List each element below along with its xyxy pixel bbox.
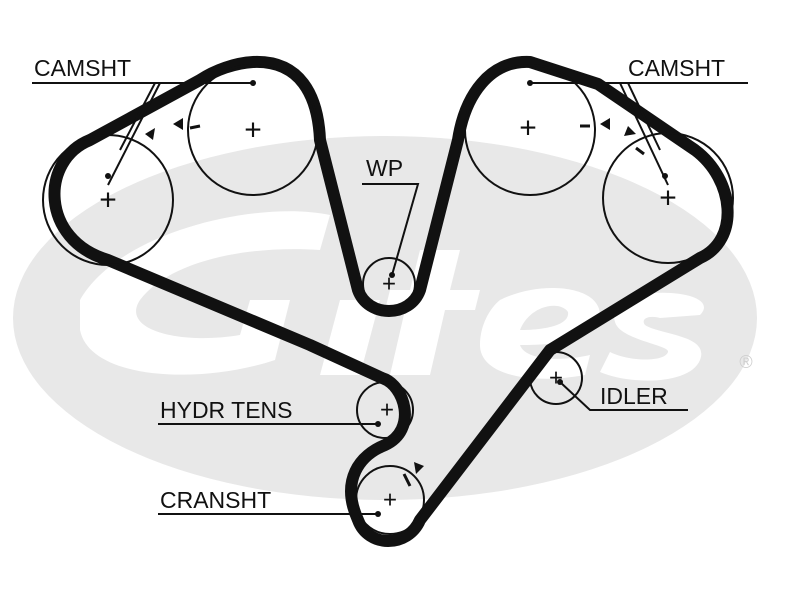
timing-mark-icon <box>173 118 183 130</box>
svg-text:+: + <box>383 487 397 514</box>
leader-dots <box>105 80 668 517</box>
timing-mark-icon <box>414 462 424 474</box>
label-camshaft-left: CAMSHT <box>34 55 131 81</box>
hydraulic-tensioner-pulley: + <box>356 381 414 439</box>
svg-text:+: + <box>380 397 394 424</box>
timing-mark-icon <box>624 126 636 136</box>
timing-mark-icon <box>600 118 610 130</box>
svg-text:+: + <box>519 112 537 145</box>
label-water-pump: WP <box>366 155 403 181</box>
label-crankshaft: CRANSHT <box>160 487 271 513</box>
crankshaft-pulley: + <box>355 465 425 535</box>
camshaft-pulley-right-inner: + <box>464 64 596 196</box>
svg-text:+: + <box>549 365 563 392</box>
svg-text:+: + <box>659 182 677 215</box>
label-hydraulic-tensioner: HYDR TENS <box>160 397 293 423</box>
label-idler: IDLER <box>600 383 668 409</box>
leader-lines <box>32 82 748 515</box>
timing-mark-icons <box>145 118 645 487</box>
camshaft-pulley-left-inner: + <box>187 64 319 196</box>
svg-text:+: + <box>244 114 262 147</box>
svg-text:+: + <box>99 184 117 217</box>
leader-idler <box>559 381 688 411</box>
gates-logo-watermark <box>13 136 757 500</box>
leader-water-pump <box>362 183 420 276</box>
label-camshaft-right: CAMSHT <box>628 55 725 81</box>
camshaft-pulley-left-outer: + <box>42 134 174 266</box>
timing-mark-icon <box>145 128 155 140</box>
camshaft-pulley-right-outer: + <box>602 132 734 264</box>
registered-trademark: ® <box>739 352 752 372</box>
